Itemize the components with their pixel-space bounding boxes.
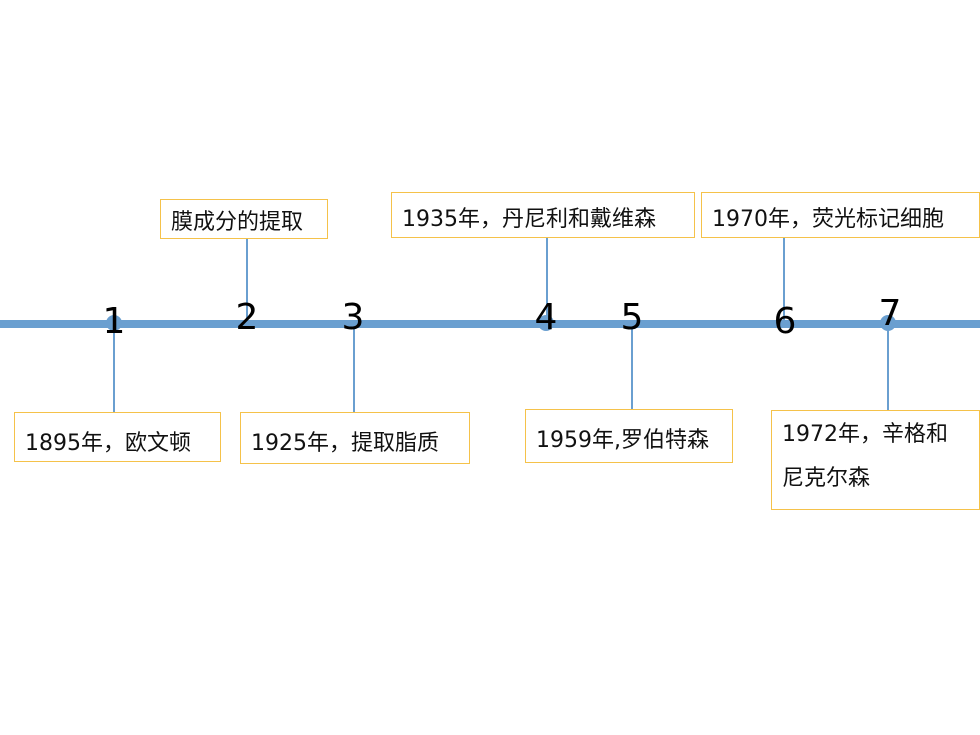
- event-1935: 1935年，丹尼利和戴维森: [391, 192, 695, 238]
- marker-1: 1: [102, 301, 126, 342]
- marker-2: 2: [235, 297, 259, 338]
- event-1959: 1959年,罗伯特森: [525, 409, 733, 463]
- marker-7: 7: [878, 293, 902, 334]
- event-1925: 1925年，提取脂质: [240, 412, 470, 464]
- marker-4: 4: [534, 297, 558, 338]
- connector-6: [783, 238, 785, 324]
- marker-5: 5: [620, 297, 644, 338]
- connector-3: [353, 324, 355, 412]
- connector-1: [113, 324, 115, 412]
- connector-2: [246, 238, 248, 324]
- connector-7: [887, 324, 889, 412]
- marker-3: 3: [341, 297, 365, 338]
- event-1895: 1895年，欧文顿: [14, 412, 221, 462]
- connector-5: [631, 324, 633, 410]
- event-1972: 1972年，辛格和尼克尔森: [771, 410, 980, 510]
- connector-4: [546, 238, 548, 324]
- timeline-dot-7: [880, 315, 896, 331]
- marker-6: 6: [773, 301, 797, 342]
- event-membrane-extraction: 膜成分的提取: [160, 199, 328, 239]
- event-1970: 1970年，荧光标记细胞: [701, 192, 980, 238]
- timeline-axis: [0, 320, 980, 328]
- timeline-dot-1: [106, 315, 122, 331]
